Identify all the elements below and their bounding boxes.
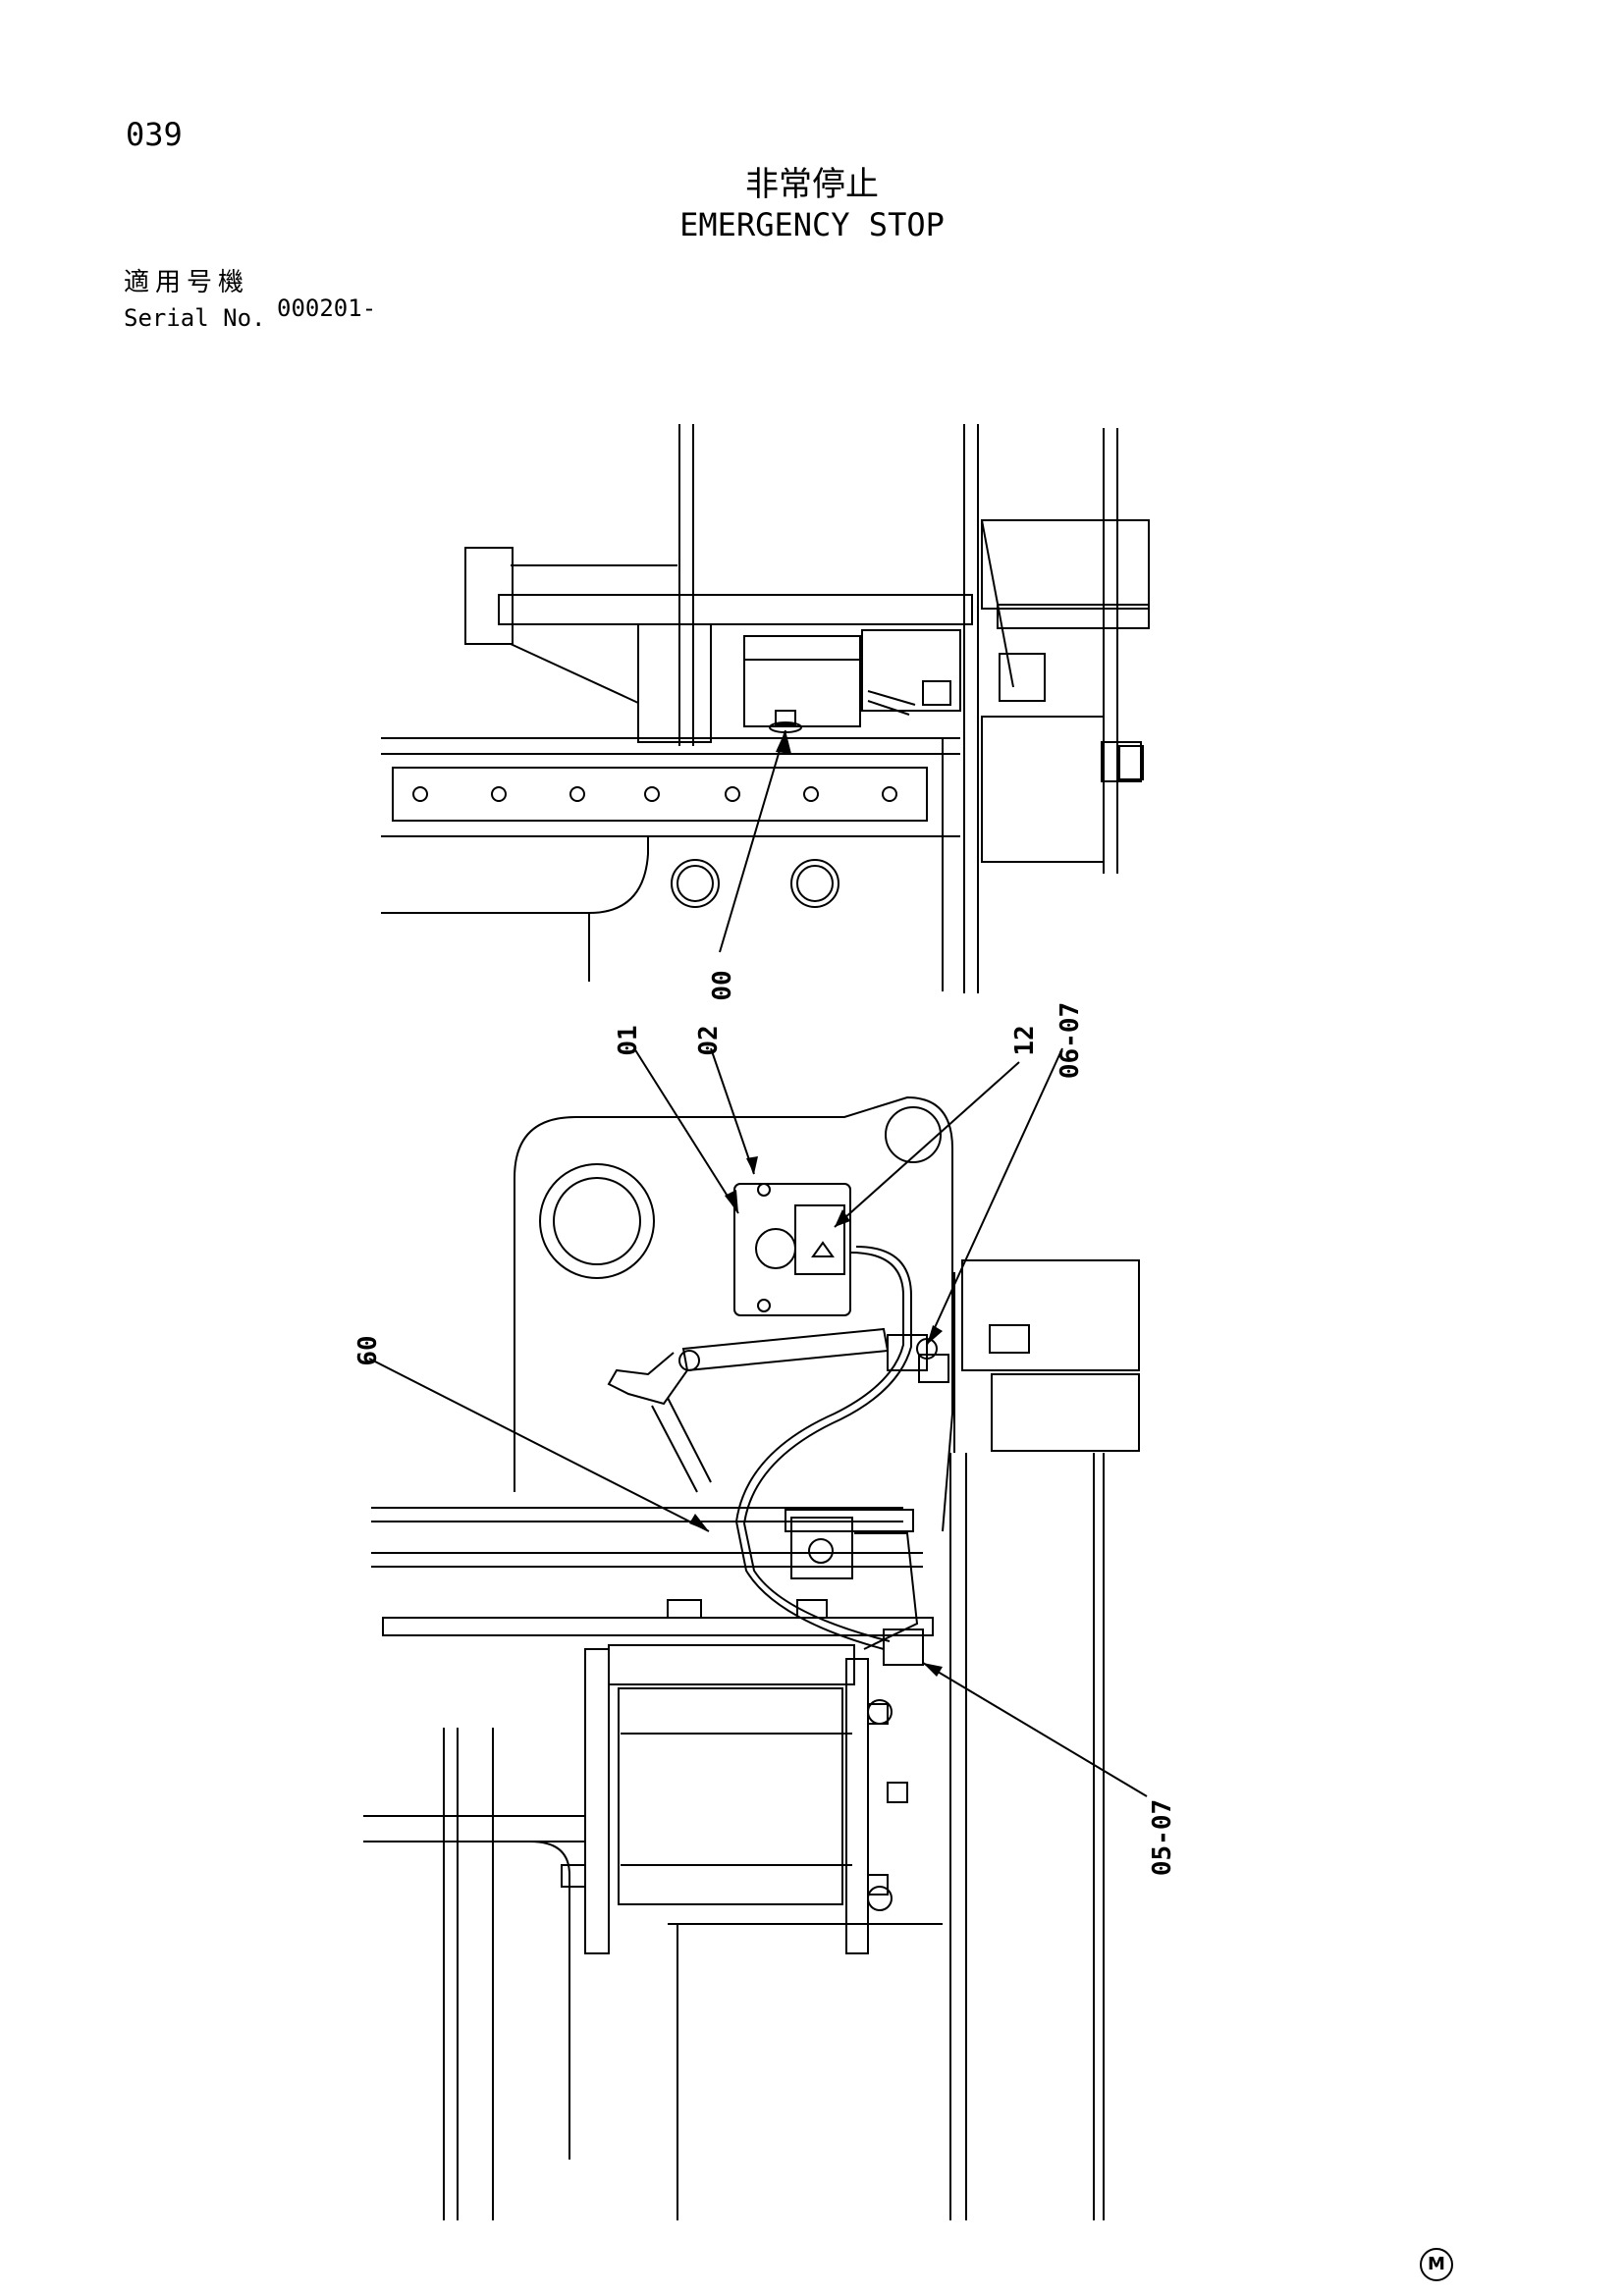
callout-06-07: 06-07 (1056, 1002, 1085, 1079)
manufacturer-mark: M (1420, 2248, 1453, 2281)
title-english: EMERGENCY STOP (679, 206, 945, 243)
upper-view (381, 424, 1150, 993)
serial-label: 適用号機 Serial No. (124, 265, 266, 336)
callout-12: 12 (1010, 1025, 1040, 1055)
page-number: 039 (126, 116, 183, 153)
callout-01: 01 (614, 1025, 643, 1055)
callout-05-07: 05-07 (1148, 1799, 1177, 1876)
lower-view (363, 1095, 1140, 2220)
serial-value: 000201- (277, 294, 377, 322)
callout-09: 09 (351, 1335, 380, 1365)
serial-label-en: Serial No. (124, 304, 266, 332)
callout-00: 00 (708, 970, 737, 1000)
title-japanese: 非常停止 (745, 165, 879, 204)
serial-label-jp: 適用号機 (124, 268, 250, 297)
callout-02: 02 (694, 1025, 724, 1055)
